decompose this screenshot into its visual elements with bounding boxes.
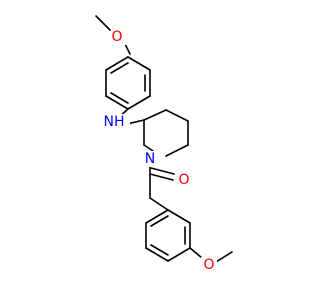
bond-ring1-double-c [110,62,129,74]
bond-pip-2 [165,109,189,122]
bond-ring1-6 [105,56,129,71]
oxygen-carbonyl-label: O [178,172,189,188]
oxygen-bottom-label: O [203,257,214,273]
bond-ring1-double-b [110,92,129,104]
nh-label: NH [104,114,125,130]
bond-ring2-double-b [150,244,169,256]
molecule-canvas: O NH N O O [95,15,233,273]
o-bottom-label-bg [201,257,217,273]
bond-ring1-1 [127,56,151,71]
o-top-label-bg [112,29,128,45]
bond-ring2-3 [167,247,191,262]
bond-pip-1 [143,109,167,121]
bond-carbonyl-double [150,167,175,175]
nh-label-bg [100,114,130,130]
bond-ring2-1 [167,209,191,224]
bond-ring2-o-bottom [189,247,203,259]
bond-methyl-o-top [95,15,111,31]
nitrogen-ring-label: N [145,151,155,167]
bond-carbonyl-carbon-o [149,173,174,181]
bond-ring2-double-c [150,215,169,227]
bond-ring2-6 [145,209,169,224]
bond-ring2-4 [145,247,169,262]
bond-pip-4 [165,144,189,157]
o-carbonyl-label-bg [176,172,192,188]
molecule-structure: O NH N O O [95,15,233,273]
n-ring-label-bg [142,151,158,167]
bond-ring1-3 [127,95,151,110]
bond-o-bottom-methyl [215,251,233,263]
bond-ring1-4 [105,95,129,110]
oxygen-top-label: O [111,29,122,45]
bond-ch2-ring2 [149,197,169,211]
